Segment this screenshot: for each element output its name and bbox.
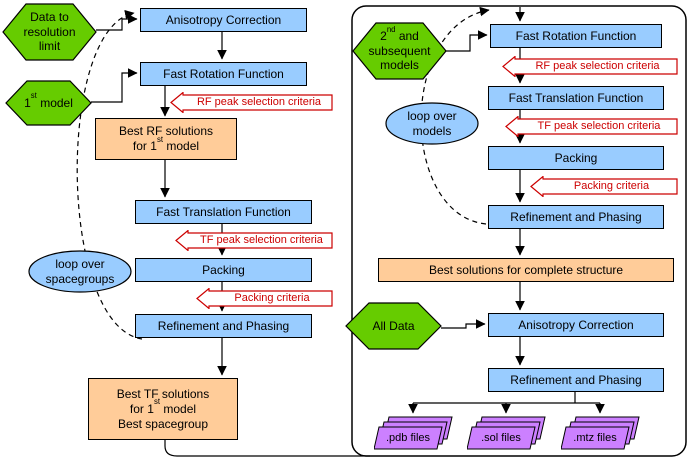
text: model	[36, 95, 73, 110]
ellipse-loop-over-models: loop over models	[385, 102, 479, 145]
text: for 1	[132, 139, 157, 153]
connector-besttf-to-stage2	[164, 438, 370, 457]
loop-models-line2: models	[412, 123, 452, 138]
hexagon-data-line2: resolution	[23, 24, 76, 39]
box-best-solutions-complete: Best solutions for complete structure	[378, 258, 674, 282]
file-pdb-label: .pdb files	[385, 431, 431, 444]
callout-rf-criteria-left: RF peak selection criteria	[170, 92, 333, 113]
callout-tf-criteria-right-label: TF peak selection criteria	[537, 119, 661, 132]
ellipse-loop-over-spacegroups: loop over spacegroups	[28, 250, 132, 293]
callout-tf-criteria-right: TF peak selection criteria	[505, 116, 678, 137]
box-label: Fast Translation Function	[508, 90, 644, 105]
file-sol-label: .sol files	[481, 431, 521, 444]
hexagon-all-data: All Data	[345, 302, 442, 350]
box-label: Packing	[554, 150, 598, 165]
box-label: Fast Rotation Function	[163, 66, 284, 81]
box-refinement-phasing-right: Refinement and Phasing	[488, 205, 664, 229]
box-anisotropy-correction-left: Anisotropy Correction	[140, 8, 307, 32]
text: 2	[380, 29, 387, 44]
box-fast-translation-function-right: Fast Translation Function	[488, 86, 664, 110]
hexagon-all-data-label: All Data	[372, 318, 415, 333]
file-stack-pdb: .pdb files	[374, 416, 453, 450]
hexagon-models-line1: 2nd and	[380, 26, 419, 44]
hexagon-models-line2: subsequent	[368, 43, 431, 58]
box-anisotropy-correction-right: Anisotropy Correction	[488, 313, 664, 337]
hexagon-data-line3: limit	[38, 39, 61, 54]
hexagon-data-resolution: Data to resolution limit	[2, 3, 97, 61]
connector-data-to-aniso	[96, 14, 138, 31]
box-best-rf-solutions: Best RF solutions for 1st model	[95, 118, 237, 160]
box-label: Fast Translation Function	[156, 204, 291, 219]
callout-packing-criteria-right-label: Packing criteria	[573, 179, 650, 192]
callout-packing-criteria-right: Packing criteria	[530, 176, 678, 197]
callout-tf-criteria-left: TF peak selection criteria	[175, 230, 333, 251]
hexagon-subsequent-models: 2nd and subsequent models	[352, 22, 447, 80]
connector-models-to-frf-right	[446, 30, 488, 52]
loop-spacegroups-line2: spacegroups	[45, 271, 115, 286]
box-packing-left: Packing	[135, 258, 312, 282]
callout-packing-criteria-left: Packing criteria	[196, 288, 333, 309]
superscript: st	[30, 91, 37, 101]
box-best-tf-solutions: Best TF solutions for 1st model Best spa…	[88, 378, 238, 440]
box-label: Best solutions for complete structure	[428, 262, 624, 277]
hexagon-first-model: 1st model	[5, 80, 92, 126]
hexagon-data-line1: Data to	[30, 10, 69, 25]
box-fast-rotation-function-left: Fast Rotation Function	[140, 62, 307, 86]
connector-alldata-to-aniso	[441, 319, 486, 329]
hexagon-models-line3: models	[380, 58, 419, 73]
box-label: Packing	[202, 262, 245, 277]
box-label: Anisotropy Correction	[518, 317, 634, 332]
callout-rf-criteria-left-label: RF peak selection criteria	[196, 95, 322, 108]
file-stack-sol: .sol files	[467, 416, 546, 450]
box-label: Refinement and Phasing	[510, 209, 642, 224]
box-packing-right: Packing	[488, 146, 664, 170]
hexagon-first-model-label: 1st model	[24, 92, 73, 110]
best-rf-line1: Best RF solutions	[118, 124, 214, 138]
box-label: Fast Rotation Function	[515, 28, 637, 43]
box-refinement-phasing-left: Refinement and Phasing	[135, 314, 312, 338]
text: model	[163, 139, 200, 153]
box-fast-rotation-function-right: Fast Rotation Function	[490, 24, 662, 48]
text: for 1	[129, 401, 154, 416]
best-tf-line1: Best TF solutions	[116, 386, 210, 401]
best-tf-line3: Best spacegroup	[117, 416, 209, 431]
superscript: nd	[386, 24, 396, 34]
box-refinement-phasing-final: Refinement and Phasing	[488, 368, 664, 392]
connector-model-to-frf-left	[91, 68, 138, 103]
loop-models-line1: loop over	[407, 109, 457, 124]
loop-spacegroups-line1: loop over	[55, 257, 105, 272]
callout-rf-criteria-right-label: RF peak selection criteria	[535, 59, 660, 72]
box-label: Refinement and Phasing	[157, 318, 290, 333]
superscript: st	[153, 397, 161, 406]
box-label: Anisotropy Correction	[165, 12, 282, 27]
best-tf-line2: for 1st model	[117, 398, 209, 417]
box-fast-translation-function-left: Fast Translation Function	[135, 200, 312, 224]
superscript: st	[156, 134, 164, 144]
text: 1	[24, 95, 31, 110]
callout-tf-criteria-left-label: TF peak selection criteria	[200, 233, 323, 246]
file-stack-mtz: .mtz files	[561, 416, 640, 450]
box-label: Refinement and Phasing	[510, 372, 642, 387]
file-mtz-label: .mtz files	[573, 431, 617, 444]
best-rf-line2: for 1st model	[119, 135, 213, 154]
text: and	[395, 29, 419, 44]
text: model	[160, 401, 197, 416]
callout-packing-criteria-left-label: Packing criteria	[234, 291, 310, 304]
callout-rf-criteria-right: RF peak selection criteria	[502, 56, 678, 77]
